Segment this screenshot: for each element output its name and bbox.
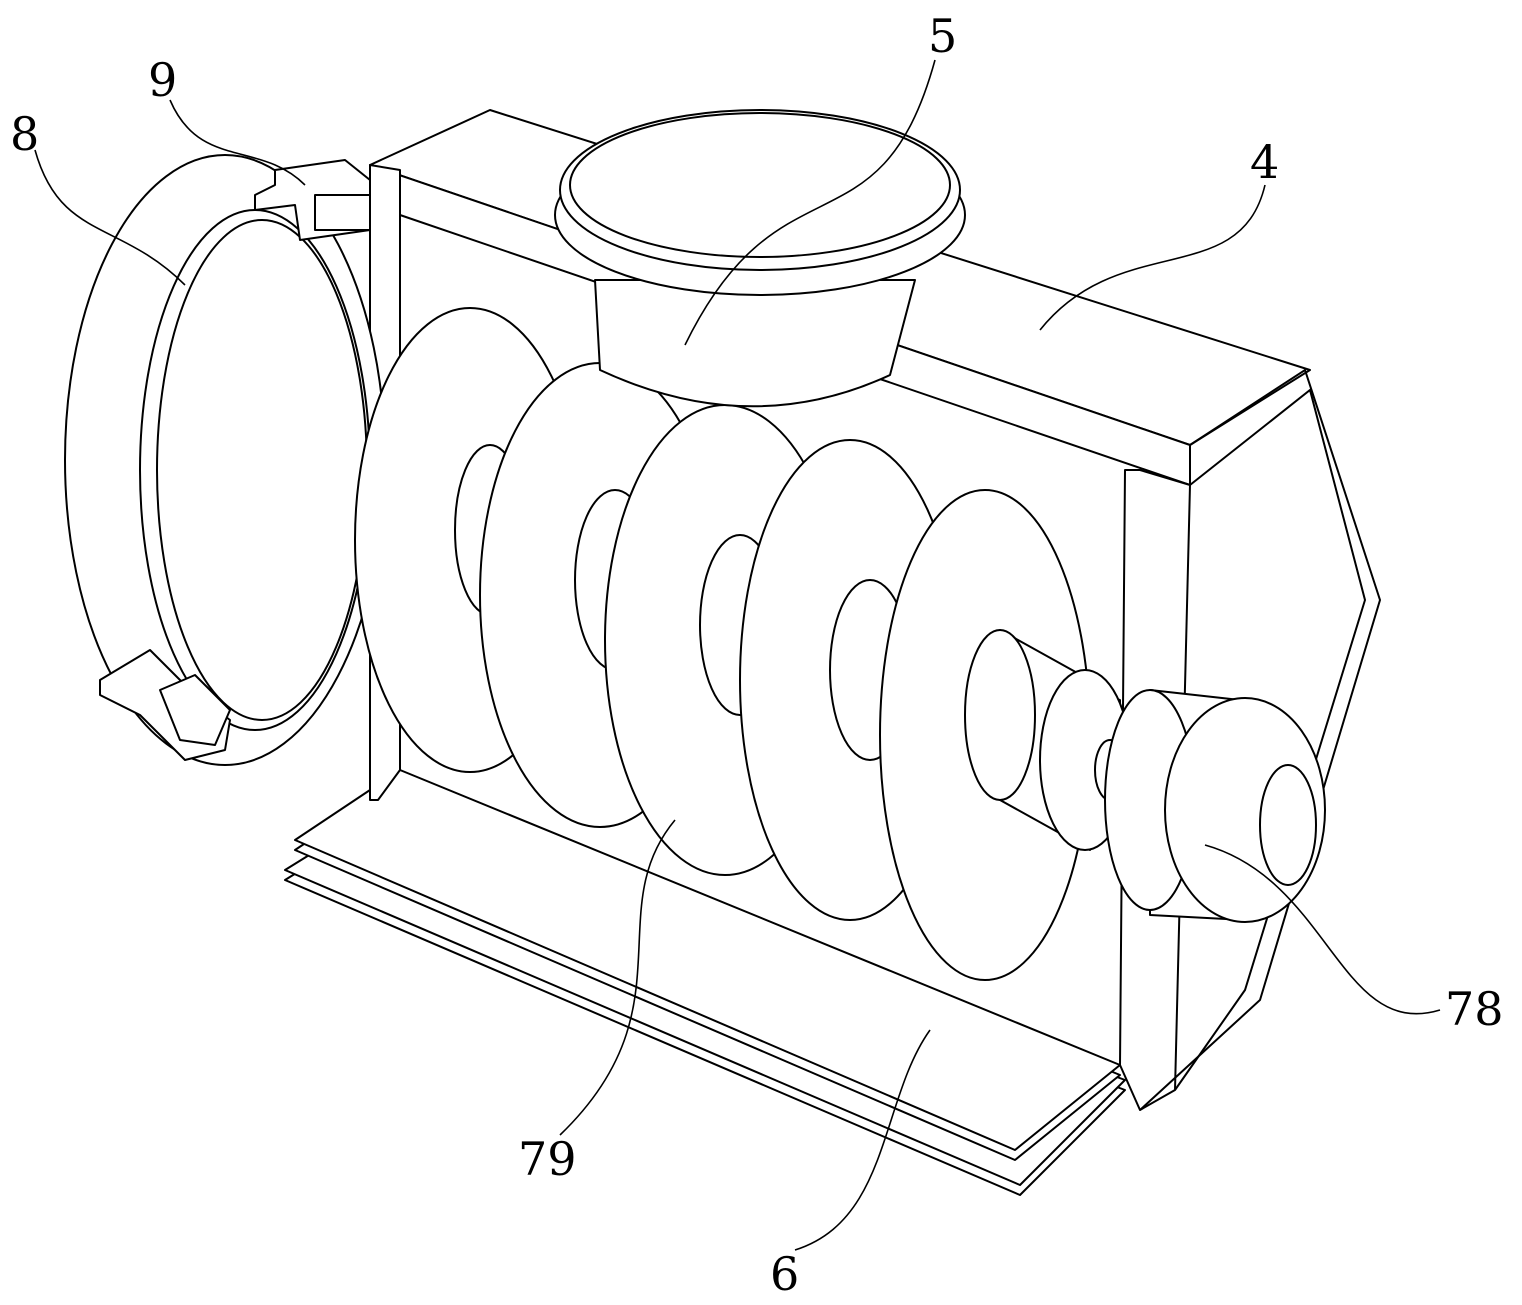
label-ring: 8 <box>10 107 39 161</box>
label-discs: 79 <box>518 1132 577 1186</box>
label-base-plate: 6 <box>770 1247 799 1301</box>
label-clamp: 9 <box>148 53 177 107</box>
label-motor: 78 <box>1445 982 1504 1036</box>
label-frame: 4 <box>1250 135 1279 189</box>
label-hopper: 5 <box>928 9 957 63</box>
motor <box>1105 690 1325 922</box>
